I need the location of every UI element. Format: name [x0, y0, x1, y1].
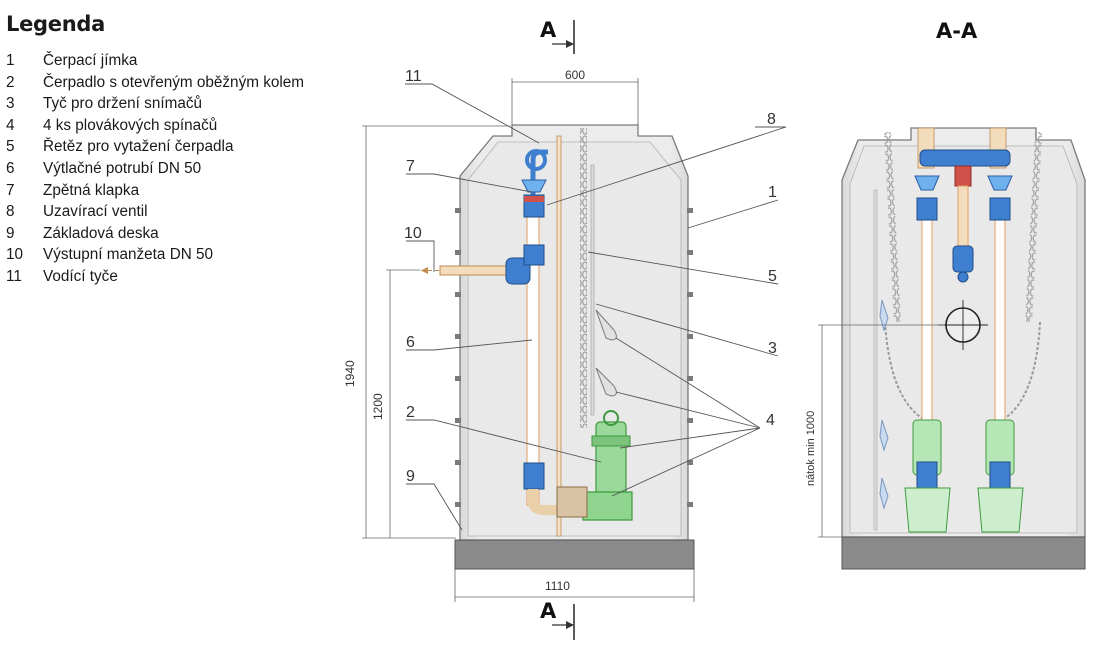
legend-item-number: 8	[6, 203, 15, 221]
legend-item-number: 5	[6, 138, 15, 156]
legend-item-number: 1	[6, 52, 15, 69]
legend-item: 4 4 ks plovákových spínačů	[6, 115, 366, 137]
callout-label: 3	[768, 340, 777, 357]
pump	[904, 419, 951, 533]
legend-item-text: Výtlačné potrubí DN 50	[43, 159, 202, 177]
legend-item-text: Zpětná klapka	[43, 181, 140, 199]
float-switches	[879, 299, 889, 510]
callout-label: 9	[406, 468, 415, 485]
section-view: A A	[343, 18, 787, 640]
dimension-height: 1940	[343, 360, 357, 387]
legend-item: 9 Základová deska	[6, 223, 366, 245]
pump	[977, 419, 1024, 533]
legend-item-number: 2	[6, 73, 15, 91]
legend-item-text: Uzavírací ventil	[43, 203, 148, 221]
cross-section-view: A-A	[805, 19, 1086, 570]
sensor-rod	[590, 164, 595, 416]
legend-item: 6 Výtlačné potrubí DN 50	[6, 158, 366, 180]
base-plate	[454, 539, 695, 570]
callout-label: 11	[405, 68, 422, 85]
callout-label: 10	[404, 225, 422, 242]
dimension-inlet-aa: nátok min 1000	[805, 411, 817, 486]
cut-marker-top: A	[540, 18, 575, 54]
legend-item: 1 Čerpací jímka	[6, 50, 366, 72]
check-valve	[914, 175, 940, 191]
callout-label: 8	[767, 111, 776, 128]
callout-label: 6	[406, 334, 415, 351]
legend-item: 5 Řetěz pro vytažení čerpadla	[6, 136, 366, 158]
legend-item-number: 7	[6, 181, 15, 199]
legend-item-number: 9	[6, 224, 15, 242]
dimension-width: 1110	[545, 579, 570, 593]
base-plate-aa	[841, 536, 1086, 570]
cut-marker-bottom: A	[540, 599, 575, 640]
callout-label: 2	[406, 404, 415, 421]
callout-leaders	[405, 83, 787, 531]
legend-title: Legenda	[6, 12, 105, 36]
legend-item-text: Vodící tyče	[43, 267, 118, 285]
lifting-chain	[1025, 131, 1042, 322]
dimension-inlet: 1200	[371, 393, 385, 420]
callout-labels: 11 8 7 1 10 5 3 6 4 2 9	[404, 68, 777, 485]
legend-item: 11 Vodící tyče	[6, 266, 366, 288]
legend-item-text: Čerpadlo s otevřeným oběžným kolem	[43, 73, 305, 91]
callout-label: 7	[406, 158, 415, 175]
dimension-lines	[362, 78, 695, 602]
legend-item: 8 Uzavírací ventil	[6, 201, 366, 223]
legend-item-text: Základová deska	[43, 224, 159, 242]
legend-item-text: 4 ks plovákových spínačů	[43, 116, 218, 134]
pump	[582, 410, 633, 521]
legend-item: 2 Čerpadlo s otevřeným oběžným kolem	[6, 72, 366, 94]
guide-rail	[556, 135, 562, 537]
dimension-top: 600	[565, 68, 585, 82]
legend: Legenda 1 Čerpací jímka 2 Čerpadlo s otevř…	[6, 12, 366, 288]
legend-item: 7 Zpětná klapka	[6, 180, 366, 202]
callout-label: 5	[768, 268, 777, 285]
legend-item-number: 11	[6, 267, 22, 285]
inlet-opening	[938, 300, 988, 350]
legend-item-number: 4	[6, 116, 15, 134]
legend-item-text: Čerpací jímka	[43, 52, 138, 69]
check-valve	[987, 175, 1013, 191]
legend-item: 3 Tyč pro držení snímačů	[6, 93, 366, 115]
legend-list: 1 Čerpací jímka 2 Čerpadlo s otevřeným obě…	[6, 50, 366, 288]
cross-section-title: A-A	[936, 19, 978, 43]
cut-marker-top-label: A	[540, 18, 557, 42]
legend-item-text: Řetěz pro vytažení čerpadla	[43, 138, 234, 156]
callout-label: 1	[768, 184, 777, 201]
legend-item-number: 10	[6, 246, 24, 264]
dimension-lines	[818, 324, 944, 538]
legend-item-text: Výstupní manžeta DN 50	[43, 246, 214, 264]
lifting-chain	[884, 131, 901, 322]
check-valve	[521, 179, 547, 193]
legend-item-text: Tyč pro držení snímačů	[43, 95, 202, 113]
cut-marker-bottom-label: A	[540, 599, 557, 623]
float-switches	[595, 309, 617, 397]
legend-item: 10 Výstupní manžeta DN 50	[6, 244, 366, 266]
tank-ribs	[455, 208, 693, 507]
dimension-labels: 600 1940 1200 1110	[343, 68, 585, 593]
lifting-chain	[580, 128, 587, 428]
legend-item-number: 3	[6, 95, 15, 113]
callout-label: 4	[766, 412, 775, 429]
legend-item-number: 6	[6, 159, 15, 177]
